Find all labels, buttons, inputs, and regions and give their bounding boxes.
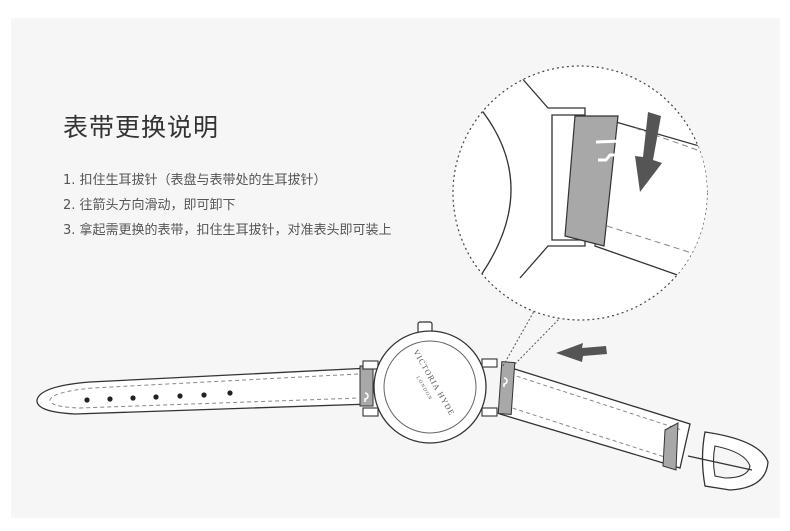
left-lug-gray: [359, 365, 374, 407]
right-spring-bar-icon: [503, 377, 508, 387]
left-strap: [36, 367, 371, 415]
right-lug-gray: [497, 361, 516, 415]
left-spring-bar-icon: [364, 392, 369, 402]
step-2: 2. 往箭头方向滑动，即可卸下: [63, 198, 236, 213]
watch-case: [362, 321, 498, 444]
slide-arrow-icon: [556, 343, 607, 362]
step-3: 3. 拿起需更换的表带，扣住生耳拔针，对准表头即可装上: [63, 223, 392, 238]
right-strap: [499, 364, 691, 469]
step-1: 1. 扣住生耳拔针（表盘与表带处的生耳拔针）: [63, 173, 327, 188]
page-title: 表带更换说明: [63, 113, 220, 142]
instruction-steps: 1. 扣住生耳拔针（表盘与表带处的生耳拔针） 2. 往箭头方向滑动，即可卸下 3…: [63, 172, 392, 247]
zoom-magnifier: [452, 65, 708, 367]
strap-holes: [84, 390, 233, 403]
buckle: [662, 422, 769, 491]
